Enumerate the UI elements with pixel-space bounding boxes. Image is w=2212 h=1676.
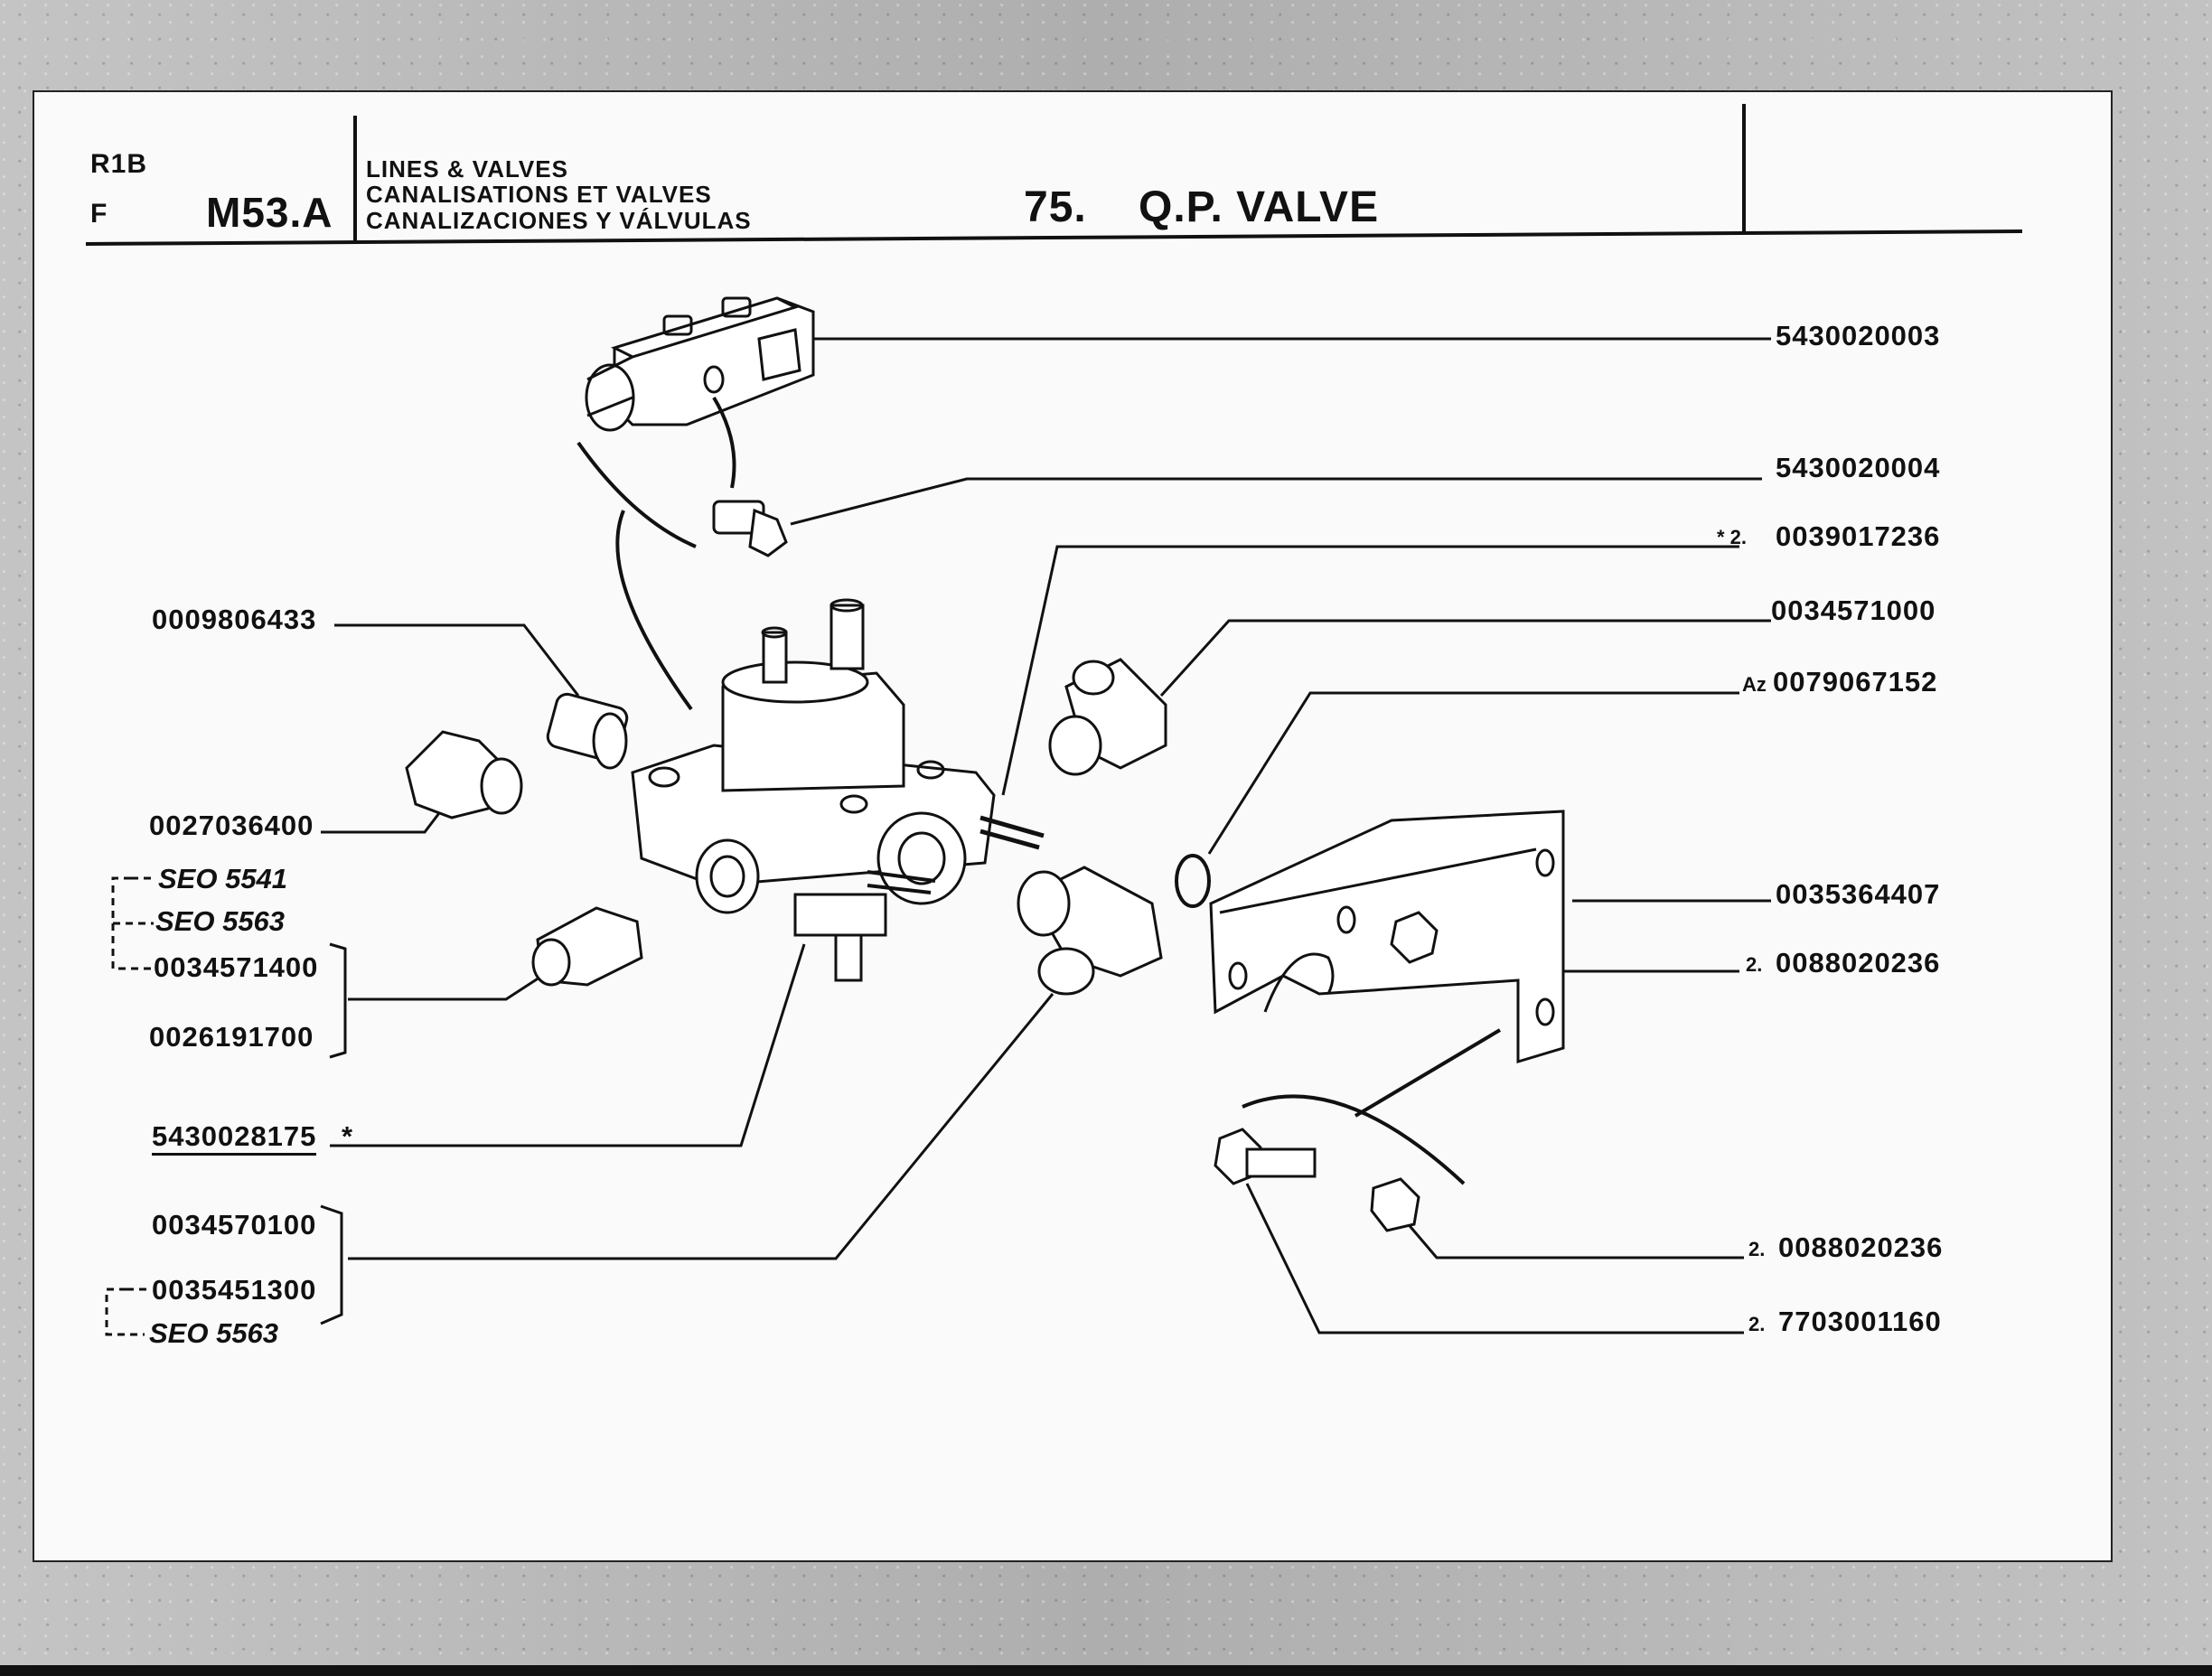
leader-5430020004 (790, 477, 1762, 526)
fitting-0027036400 (405, 730, 523, 819)
bolt-drawing (712, 500, 788, 557)
page-title: Q.P. VALVE (1139, 183, 1380, 231)
prefix-0088020236-a: 2. (1746, 953, 1763, 976)
elbow-0034571000 (1048, 658, 1167, 776)
label-5430020003: 5430020003 (1776, 320, 1941, 351)
prefix-0039017236: * 2. (1717, 526, 1748, 548)
label-0034570100: 0034570100 (152, 1209, 317, 1241)
language-code: F (90, 199, 108, 229)
label-5430028175: 5430028175 (152, 1120, 317, 1156)
label-seo-5563-a: SEO 5563 (155, 905, 286, 937)
assembly-line (1354, 1028, 1502, 1118)
nut-a-drawing (1390, 911, 1439, 964)
label-7703001160: 7703001160 (1778, 1306, 1942, 1337)
bolt-7703001160-drawing (1214, 1128, 1317, 1185)
label-0079067152: 0079067152 (1773, 666, 1938, 698)
header-rule (85, 229, 2023, 246)
curve-arrow-1 (576, 441, 697, 548)
prefix-0079067152: Az (1742, 673, 1767, 696)
catalog-sheet (33, 90, 2113, 1562)
model-code: R1B (90, 149, 148, 179)
label-5430020004: 5430020004 (1776, 452, 1941, 483)
leader-0034570100 (348, 993, 1054, 1260)
label-0039017236: 0039017236 (1776, 520, 1941, 552)
block-valve-drawing (585, 296, 815, 432)
page-number: 75. (1024, 183, 1087, 231)
section-title-en: LINES & VALVES (366, 155, 568, 183)
seo-dash-5 (105, 1287, 145, 1336)
bracket-1 (329, 942, 347, 1059)
curve-arrow-4 (1242, 1094, 1466, 1185)
label-0035364407: 0035364407 (1776, 878, 1941, 910)
label-seo-5541: SEO 5541 (158, 863, 288, 894)
bracket-plate-drawing (1209, 810, 1565, 1064)
label-5430028175-mark: * (342, 1120, 354, 1152)
curve-arrow-2 (615, 510, 693, 711)
label-0026191700: 0026191700 (149, 1021, 314, 1053)
washer-drawing (1175, 854, 1211, 908)
leader-0034571400 (348, 974, 543, 1001)
leader-0009806433 (334, 623, 580, 697)
curve-arrow-3 (712, 396, 736, 489)
leader-0039017236 (1001, 545, 1739, 796)
fitting-0034571400 (531, 906, 643, 987)
label-0027036400: 0027036400 (149, 810, 314, 841)
leader-0034571000 (1159, 619, 1771, 698)
prefix-7703001160: 2. (1748, 1313, 1766, 1335)
label-0088020236-a: 0088020236 (1776, 947, 1941, 978)
label-0035451300: 0035451300 (152, 1274, 317, 1306)
label-0034571000: 0034571000 (1771, 595, 1936, 626)
fitting-0009806433 (546, 692, 629, 770)
prefix-0088020236-b: 2. (1748, 1238, 1766, 1260)
bottom-edge (0, 1665, 2212, 1676)
elbow-0034570100 (1017, 866, 1163, 996)
section-code: M53.A (206, 189, 333, 236)
nut-b-drawing (1370, 1177, 1420, 1232)
label-0009806433: 0009806433 (152, 604, 317, 635)
label-0088020236-b: 0088020236 (1778, 1231, 1944, 1263)
leader-0088020236-b (1399, 1214, 1744, 1259)
label-0034571400: 0034571400 (154, 951, 319, 983)
leader-7703001160 (1245, 1183, 1744, 1334)
leader-0079067152 (1207, 691, 1739, 855)
section-title-fr: CANALISATIONS ET VALVES (366, 181, 712, 208)
section-title-es: CANALIZACIONES Y VÁLVULAS (366, 207, 752, 234)
leader-5430028175 (330, 943, 806, 1147)
bracket-2 (320, 1204, 343, 1325)
label-seo-5563-b: SEO 5563 (149, 1317, 279, 1349)
valve-body-drawing (631, 598, 1045, 982)
